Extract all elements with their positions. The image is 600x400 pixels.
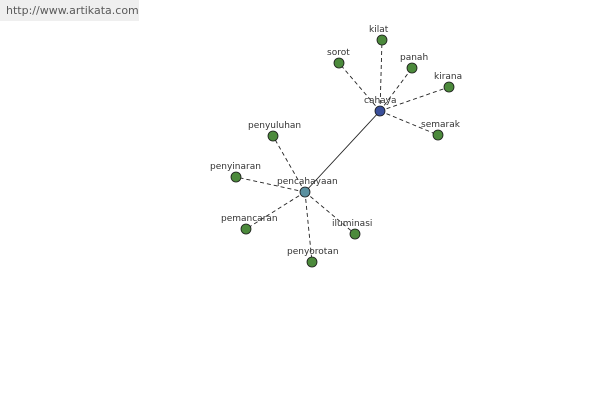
- node-label-penyuluhan[interactable]: penyuluhan: [248, 121, 301, 131]
- node-label-penyorotan[interactable]: penyorotan: [287, 247, 339, 257]
- node-circle-pencahayaan[interactable]: [299, 186, 311, 198]
- node-kirana[interactable]: kirana: [434, 72, 462, 93]
- node-label-iluminasi[interactable]: iluminasi: [332, 219, 372, 229]
- edge-pencahayaan-pemancaran: [245, 191, 306, 230]
- node-label-kirana[interactable]: kirana: [434, 72, 462, 82]
- nodes-layer: cahaya pencahayaan kilat sorot panah kirana se…: [210, 25, 462, 268]
- edge-cahaya-panah: [379, 67, 413, 112]
- node-circle-iluminasi[interactable]: [349, 228, 361, 240]
- node-circle-cahaya[interactable]: [374, 105, 386, 117]
- node-cahaya[interactable]: cahaya: [364, 96, 397, 117]
- edge-cahaya-semarak: [379, 110, 439, 136]
- source-url-text: http://www.artikata.com: [6, 4, 139, 17]
- edges-layer: [235, 39, 450, 263]
- edge-pencahayaan-penyinaran: [235, 176, 306, 193]
- node-kilat[interactable]: kilat: [369, 25, 389, 46]
- node-penyuluhan[interactable]: penyuluhan: [248, 121, 301, 142]
- node-pencahayaan[interactable]: pencahayaan: [277, 177, 338, 198]
- node-label-panah[interactable]: panah: [400, 53, 428, 63]
- node-penyorotan[interactable]: penyorotan: [287, 247, 339, 268]
- node-semarak[interactable]: semarak: [421, 120, 461, 141]
- node-label-pencahayaan[interactable]: pencahayaan: [277, 177, 338, 187]
- edge-pencahayaan-penyuluhan: [272, 135, 306, 193]
- edge-pencahayaan-iluminasi: [304, 191, 356, 235]
- node-circle-kilat[interactable]: [376, 34, 388, 46]
- node-label-sorot[interactable]: sorot: [327, 48, 350, 58]
- node-label-pemancaran[interactable]: pemancaran: [221, 214, 278, 224]
- source-url-banner: http://www.artikata.com: [0, 0, 139, 21]
- node-label-penyinaran[interactable]: penyinaran: [210, 162, 261, 172]
- node-pemancaran[interactable]: pemancaran: [221, 214, 278, 235]
- node-circle-kirana[interactable]: [443, 81, 455, 93]
- edge-cahaya-sorot: [338, 62, 381, 112]
- edge-cahaya-pencahayaan: [304, 110, 381, 193]
- node-circle-pemancaran[interactable]: [240, 223, 252, 235]
- node-iluminasi[interactable]: iluminasi: [332, 219, 372, 240]
- node-circle-panah[interactable]: [406, 62, 418, 74]
- edge-cahaya-kirana: [379, 86, 450, 112]
- edge-cahaya-kilat: [379, 39, 383, 112]
- node-circle-semarak[interactable]: [432, 129, 444, 141]
- node-circle-sorot[interactable]: [333, 57, 345, 69]
- node-label-cahaya[interactable]: cahaya: [364, 96, 397, 106]
- node-circle-penyorotan[interactable]: [306, 256, 318, 268]
- edge-pencahayaan-penyorotan: [304, 191, 313, 263]
- node-label-semarak[interactable]: semarak: [421, 120, 461, 130]
- node-label-kilat[interactable]: kilat: [369, 25, 389, 35]
- node-sorot[interactable]: sorot: [327, 48, 350, 69]
- node-circle-penyinaran[interactable]: [230, 171, 242, 183]
- node-circle-penyuluhan[interactable]: [267, 130, 279, 142]
- node-penyinaran[interactable]: penyinaran: [210, 162, 261, 183]
- node-panah[interactable]: panah: [400, 53, 428, 74]
